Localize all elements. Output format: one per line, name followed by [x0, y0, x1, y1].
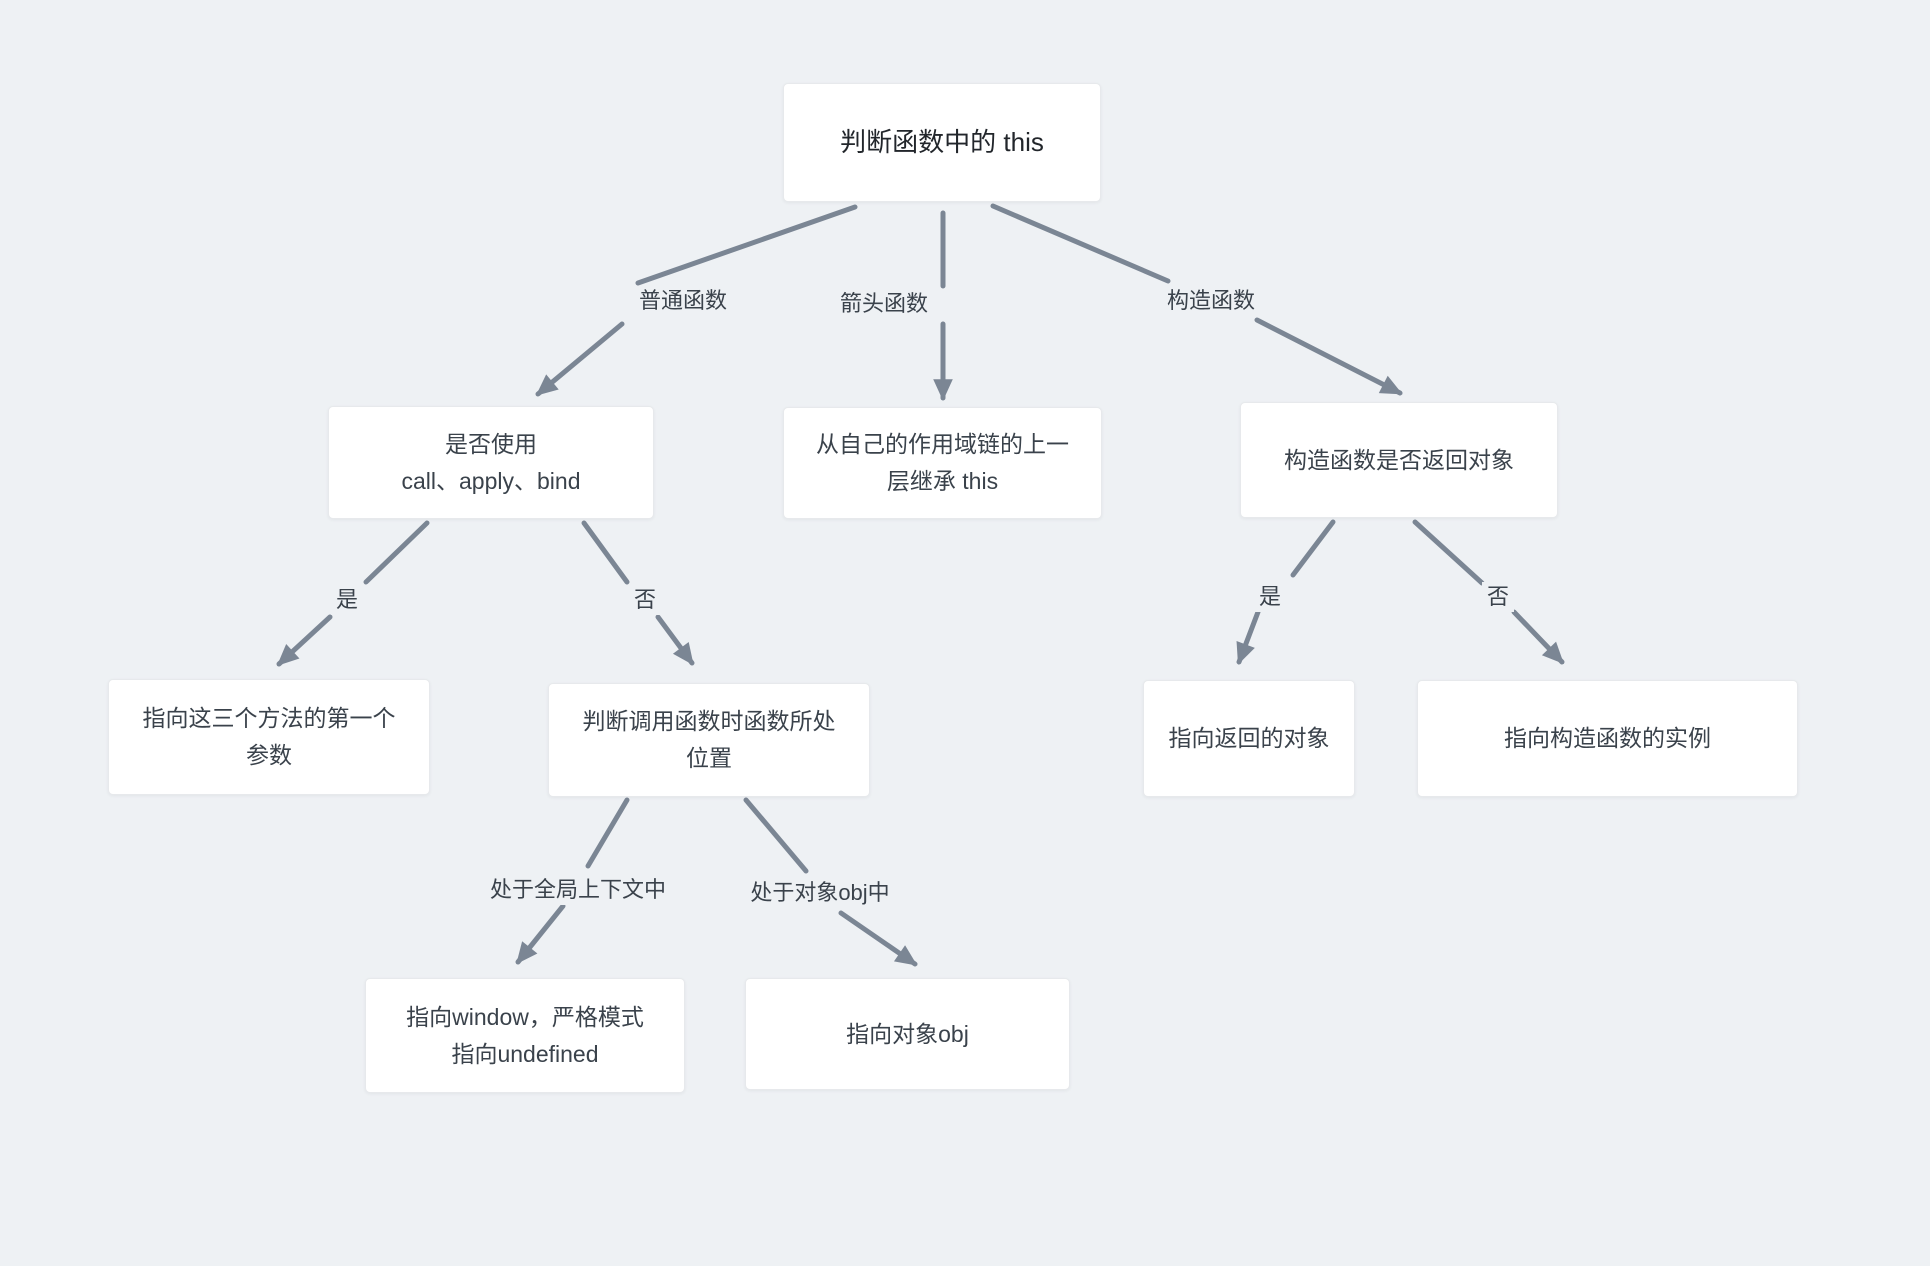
node-object-obj-text-line: 指向对象obj: [846, 1020, 969, 1047]
node-window-or-undefined-text-line: 指向window，严格模式: [406, 1003, 644, 1030]
node-judge-call-position: 判断调用函数时函数所处位置: [548, 683, 870, 797]
node-arrow-fn-inherit-text-line: 从自己的作用域链的上一: [816, 431, 1069, 457]
edge-label-normal-fn: 普通函数: [633, 286, 733, 316]
edge-use-no-segment-0: [581, 520, 630, 585]
edge-label-use-yes: 是: [330, 585, 364, 615]
node-ctor-returns-object-text-line: 构造函数是否返回对象: [1284, 446, 1514, 473]
edge-label-return-no: 否: [1481, 582, 1515, 612]
edge-label-return-yes: 是: [1253, 582, 1287, 612]
edge-global-context-segment-1: [515, 903, 566, 965]
edge-return-yes-segment-1: [1236, 609, 1261, 665]
node-root: 判断函数中的 this: [783, 83, 1101, 202]
node-arrow-fn-inherit-text-line: 层继承 this: [886, 468, 999, 494]
edge-label-global-context: 处于全局上下文中: [484, 875, 672, 905]
edge-return-no-segment-0: [1412, 519, 1485, 586]
node-returned-object: 指向返回的对象: [1143, 680, 1355, 797]
edge-ctor-fn-segment-1: [1254, 317, 1403, 396]
node-ctor-instance-text-line: 指向构造函数的实例: [1504, 725, 1711, 751]
edge-in-object-obj-segment-0: [743, 797, 809, 874]
edge-in-object-obj-segment-1: [838, 910, 918, 967]
edge-ctor-fn-segment-0: [990, 203, 1171, 284]
edge-label-use-no: 否: [628, 585, 662, 615]
node-ctor-instance: 指向构造函数的实例: [1417, 680, 1798, 797]
node-judge-call-position-text-line: 位置: [686, 745, 732, 771]
node-use-call-apply-bind-text-line: call、apply、bind: [401, 467, 581, 494]
node-object-obj: 指向对象obj: [745, 978, 1070, 1090]
edge-label-arrow-fn: 箭头函数: [834, 289, 934, 319]
node-arrow-fn-inherit: 从自己的作用域链的上一层继承 this: [783, 407, 1102, 519]
edge-use-no-segment-1: [655, 614, 695, 666]
node-judge-call-position-text-line: 判断调用函数时函数所处: [582, 708, 836, 734]
edge-label-in-object-obj: 处于对象obj中: [745, 878, 895, 908]
node-use-call-apply-bind-text-line: 是否使用: [445, 430, 537, 457]
node-window-or-undefined: 指向window，严格模式指向undefined: [365, 978, 685, 1093]
edge-normal-fn-segment-0: [635, 204, 858, 286]
node-returned-object-text-line: 指向返回的对象: [1168, 725, 1330, 751]
edge-normal-fn-segment-1: [535, 321, 625, 397]
node-window-or-undefined-text-line: 指向undefined: [451, 1040, 599, 1067]
edge-return-yes-segment-0: [1290, 519, 1336, 578]
edge-use-yes-segment-0: [363, 520, 430, 585]
edge-use-yes-segment-1: [276, 614, 333, 667]
edge-label-ctor-fn: 构造函数: [1161, 286, 1261, 316]
node-first-argument-text-line: 指向这三个方法的第一个: [142, 705, 396, 731]
edge-return-no-segment-1: [1511, 609, 1565, 665]
node-use-call-apply-bind: 是否使用 call、apply、bind: [328, 406, 654, 519]
node-first-argument-text-line: 参数: [246, 742, 292, 768]
node-first-argument: 指向这三个方法的第一个参数: [108, 679, 430, 795]
node-ctor-returns-object: 构造函数是否返回对象: [1240, 402, 1558, 518]
edge-global-context-segment-0: [585, 797, 630, 869]
node-root-text-line: 判断函数中的 this: [840, 127, 1044, 157]
